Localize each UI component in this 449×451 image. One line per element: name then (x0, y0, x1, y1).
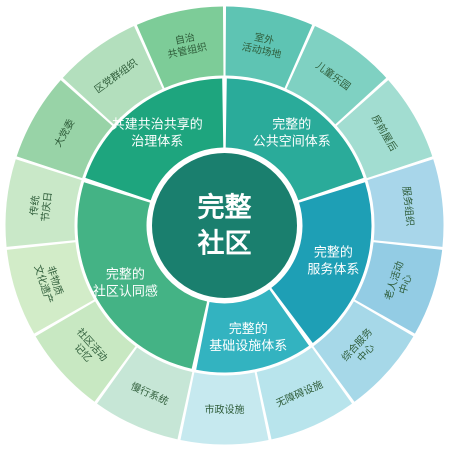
system-segment (85, 78, 224, 201)
center-hub: 完整社区 (149, 150, 300, 301)
outer-segment (367, 159, 444, 247)
outer-segment (6, 242, 95, 334)
outer-segment (336, 80, 433, 179)
outer-segment (16, 80, 113, 179)
outer-segment (62, 26, 163, 125)
outer-segment (354, 242, 443, 334)
system-segment-label: 完整的服务体系 (307, 244, 359, 277)
outer-segment (313, 301, 414, 402)
outer-segment-label: 传统节庆日 (26, 190, 54, 222)
outer-segment (136, 6, 224, 89)
system-segment (77, 182, 208, 369)
outer-segment (35, 301, 136, 402)
outer-segment-label: 市政设施 (205, 403, 245, 416)
outer-segment-label: 服务组织 (400, 186, 417, 227)
system-segment-label: 完整的公共空间体系 (253, 116, 331, 149)
system-segment-label: 完整的基础设施体系 (209, 320, 287, 353)
system-segment-label: 共建共治共享的治理体系 (112, 116, 203, 149)
center-circle (149, 150, 300, 301)
outer-segment (5, 159, 82, 247)
outer-segment (256, 347, 352, 440)
outer-segment (97, 347, 193, 440)
center-label: 完整社区 (198, 191, 252, 259)
outer-segment (286, 26, 387, 125)
outer-ring: 室外活动场地儿童乐园房前屋后服务组织老人活动中心综合服务中心无障碍设施市政设施慢… (5, 6, 444, 445)
system-segment (196, 289, 310, 373)
system-segment (225, 78, 364, 201)
system-segment (271, 182, 372, 344)
outer-segment (180, 372, 269, 445)
system-segment-label: 完整的社区认同感 (93, 266, 158, 299)
outer-segment (225, 6, 313, 89)
